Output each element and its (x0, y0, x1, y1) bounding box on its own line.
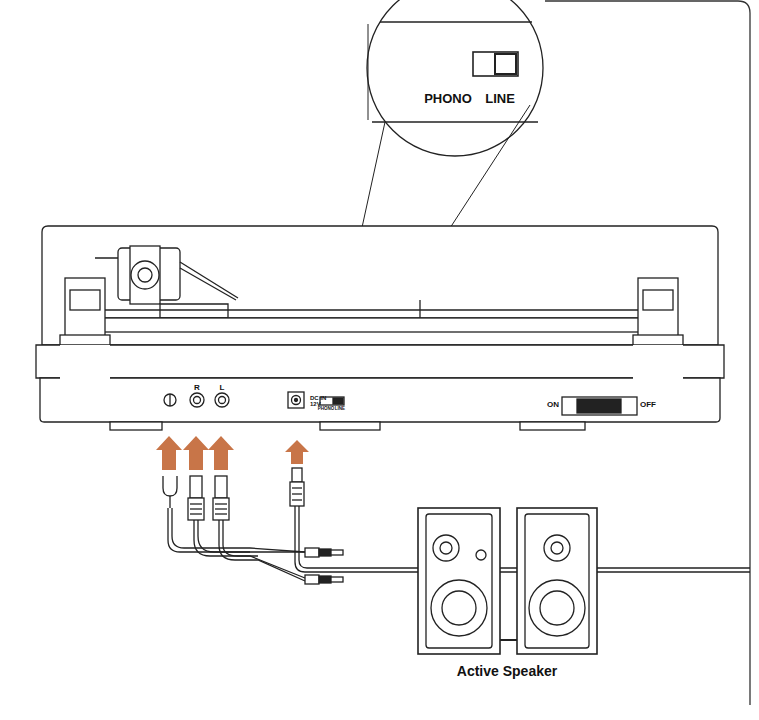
switch-label: PHONO (318, 407, 335, 412)
power-input-label: DC IN 12V (310, 395, 332, 407)
switch-label: PHONO (424, 92, 472, 105)
jack-label: R (194, 384, 200, 392)
speaker-caption: Active Speaker (457, 664, 557, 678)
power-switch-label: ON (547, 401, 559, 409)
power-switch-label: OFF (640, 401, 656, 409)
switch-label: LINE (485, 92, 515, 105)
jack-label: L (220, 384, 225, 392)
switch-label: LINE (335, 407, 345, 412)
